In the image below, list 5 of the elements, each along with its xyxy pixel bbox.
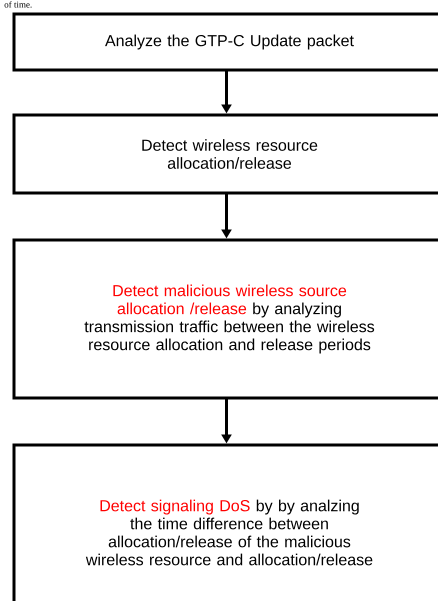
text-fragment: of time. — [4, 1, 32, 8]
process-box: Detect malicious wireless source allocation /release by analyzing transmission traffic between the wireless resource allocation and release periods — [12, 238, 438, 400]
process-box: Detect signaling DoS by by analzing the time difference between allocation/release of the malicious wireless resource and allocation/release — [12, 444, 438, 601]
process-box: Detect wireless resource allocation/release — [12, 114, 438, 194]
process-box: Analyze the GTP-C Update packet — [12, 12, 438, 72]
